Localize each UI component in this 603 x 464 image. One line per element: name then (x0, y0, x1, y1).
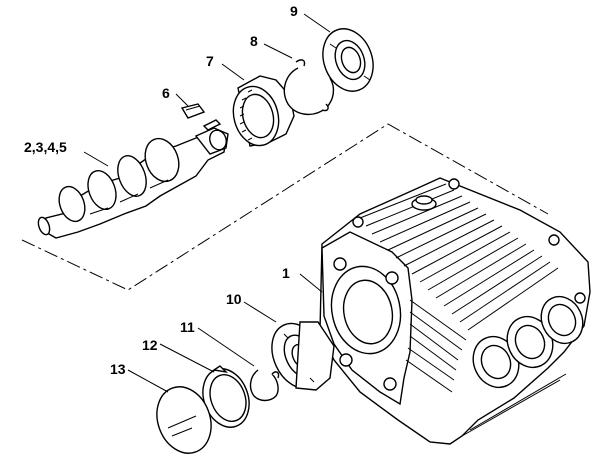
label-circlip-top: 8 (250, 33, 258, 49)
assembly-axis-line (21, 123, 549, 291)
label-key: 6 (162, 85, 170, 101)
label-end-cap: 13 (110, 361, 126, 377)
seal-top (322, 28, 374, 92)
pump-housing (319, 177, 591, 445)
circlip-small (249, 369, 280, 402)
ball-bearing (271, 321, 335, 391)
camshaft (37, 119, 229, 239)
label-camshaft: 2,3,4,5 (24, 139, 67, 155)
end-cap (156, 386, 212, 454)
label-roller-bearing: 7 (206, 53, 214, 69)
roller-bearing (232, 75, 295, 147)
label-circlip-small: 11 (180, 319, 195, 335)
label-housing: 1 (282, 265, 290, 281)
label-seal-top: 9 (290, 3, 298, 19)
key (180, 103, 206, 119)
circlip-top (283, 59, 335, 115)
label-circlip-large: 12 (142, 337, 158, 353)
label-ball-bearing: 10 (226, 291, 242, 307)
leader-lines (83, 13, 331, 393)
